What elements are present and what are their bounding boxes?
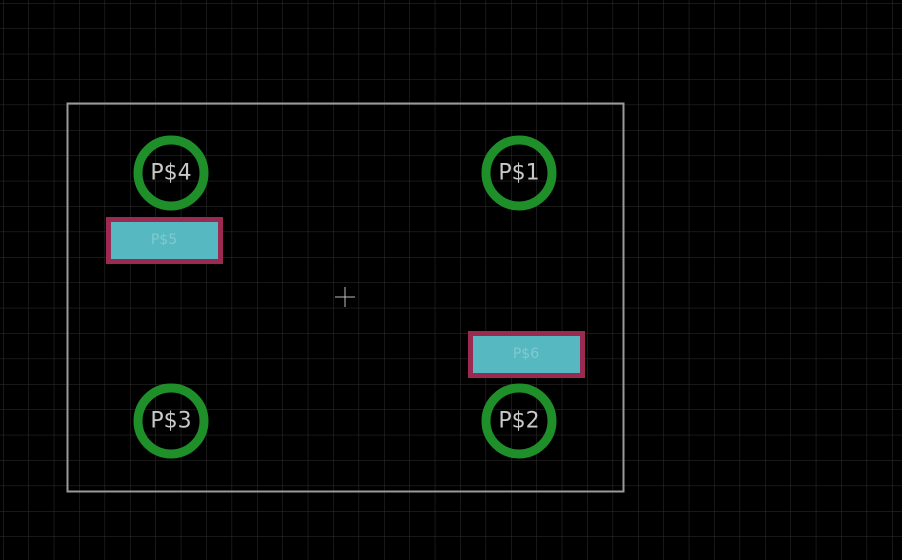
- pad-p3[interactable]: P$3: [133, 383, 209, 459]
- pad-label: P$1: [498, 161, 539, 186]
- pad-ring: [133, 135, 209, 211]
- smd-pad-body: [468, 331, 585, 378]
- smd-pad-p6[interactable]: P$6: [468, 331, 585, 378]
- board-outline[interactable]: [66, 102, 625, 493]
- pad-p1[interactable]: P$1: [481, 135, 557, 211]
- pad-ring: [481, 383, 557, 459]
- pad-label: P$4: [150, 161, 191, 186]
- pad-label: P$2: [498, 409, 539, 434]
- pad-ring: [481, 135, 557, 211]
- pad-label: P$3: [150, 409, 191, 434]
- pad-p4[interactable]: P$4: [133, 135, 209, 211]
- pad-p2[interactable]: P$2: [481, 383, 557, 459]
- smd-pad-label: P$5: [151, 232, 177, 248]
- smd-pad-body: [106, 217, 223, 264]
- origin-crosshair-icon: [335, 287, 355, 307]
- smd-pad-label: P$6: [513, 346, 539, 362]
- pad-ring: [133, 383, 209, 459]
- smd-pad-p5[interactable]: P$5: [106, 217, 223, 264]
